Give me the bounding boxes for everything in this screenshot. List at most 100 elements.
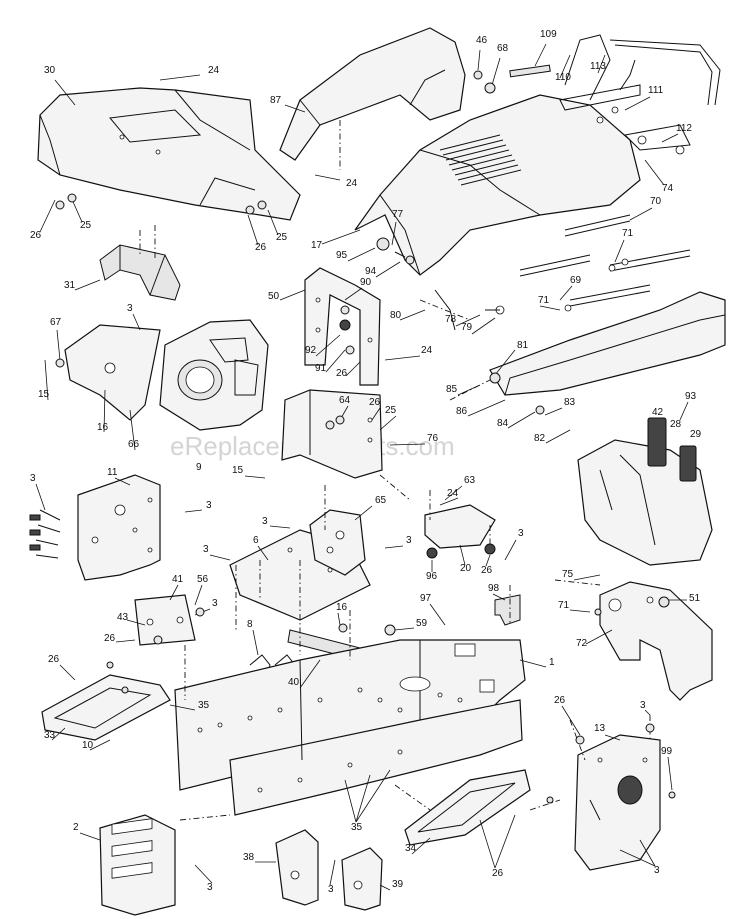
callout-c91: 91 bbox=[315, 363, 327, 374]
hood-hinge-rods bbox=[519, 214, 691, 312]
callout-c2: 2 bbox=[73, 822, 79, 833]
callout-c78: 78 bbox=[445, 314, 457, 325]
callout-c25c: 25 bbox=[385, 405, 397, 416]
center-bracket bbox=[309, 509, 366, 576]
callout-c3l: 3 bbox=[654, 865, 660, 876]
callout-c77: 77 bbox=[392, 209, 404, 220]
callout-c43: 43 bbox=[117, 612, 129, 623]
front-bumper bbox=[489, 291, 726, 396]
rear-fender bbox=[577, 417, 713, 566]
callout-c26f: 26 bbox=[104, 633, 116, 644]
callout-c26c: 26 bbox=[336, 368, 348, 379]
callout-c98: 98 bbox=[488, 583, 500, 594]
callout-c8: 8 bbox=[247, 619, 253, 630]
callout-c16b: 16 bbox=[336, 602, 348, 613]
callout-c3c: 3 bbox=[206, 500, 212, 511]
callout-c26g: 26 bbox=[48, 654, 60, 665]
footrest-right bbox=[404, 769, 531, 846]
callout-c26d: 26 bbox=[369, 397, 381, 408]
main-frame bbox=[174, 639, 526, 816]
callout-c67: 67 bbox=[50, 317, 62, 328]
footrest-left bbox=[41, 674, 171, 741]
callout-c34: 34 bbox=[405, 843, 417, 854]
callout-c42: 42 bbox=[652, 407, 664, 418]
callout-c26h: 26 bbox=[554, 695, 566, 706]
callout-c87: 87 bbox=[270, 95, 282, 106]
callout-c29: 29 bbox=[690, 429, 702, 440]
bracket-38 bbox=[275, 829, 319, 906]
callout-c15a: 15 bbox=[38, 389, 50, 400]
callout-c3d: 3 bbox=[262, 516, 268, 527]
callout-c26a: 26 bbox=[30, 230, 42, 241]
callout-c11: 11 bbox=[107, 467, 118, 478]
assembly-lines bbox=[139, 120, 651, 821]
callout-c10: 10 bbox=[82, 740, 94, 751]
mount-bracket-98 bbox=[494, 594, 521, 626]
callout-c3a: 3 bbox=[127, 303, 133, 314]
callout-c40: 40 bbox=[288, 677, 300, 688]
callout-c109: 109 bbox=[540, 29, 557, 40]
callout-c16a: 16 bbox=[97, 422, 109, 433]
steering-support-frame bbox=[304, 267, 381, 386]
callout-c65: 65 bbox=[375, 495, 387, 506]
callout-c3g: 3 bbox=[518, 528, 524, 539]
callout-c26b: 26 bbox=[255, 242, 267, 253]
callout-c86: 86 bbox=[456, 406, 468, 417]
callout-c59: 59 bbox=[416, 618, 428, 629]
callout-c74: 74 bbox=[662, 183, 674, 194]
callout-c35a: 35 bbox=[198, 700, 210, 711]
pedal-plate bbox=[134, 594, 196, 646]
bolt-cluster-left bbox=[29, 509, 61, 559]
callout-c63: 63 bbox=[464, 475, 476, 486]
callout-c81: 81 bbox=[517, 340, 529, 351]
callout-c38: 38 bbox=[243, 852, 255, 863]
callout-c33: 33 bbox=[44, 730, 56, 741]
callout-c84: 84 bbox=[497, 418, 509, 429]
callout-c97: 97 bbox=[420, 593, 432, 604]
callout-c24c: 24 bbox=[421, 345, 433, 356]
rear-support-bracket bbox=[599, 581, 713, 701]
callout-c9: 9 bbox=[196, 462, 202, 473]
callout-c110: 110 bbox=[555, 72, 571, 83]
callout-c26i: 26 bbox=[492, 868, 504, 879]
callout-c50: 50 bbox=[268, 291, 280, 302]
callout-c25b: 25 bbox=[276, 232, 288, 243]
callout-c26e: 26 bbox=[481, 565, 493, 576]
callout-c17: 17 bbox=[311, 240, 323, 251]
callout-c15b: 15 bbox=[232, 465, 244, 476]
dash-support-bracket bbox=[99, 244, 181, 301]
callout-c25a: 25 bbox=[80, 220, 92, 231]
callout-c71c: 71 bbox=[558, 600, 570, 611]
hardware-fasteners bbox=[55, 70, 676, 804]
hinge-fasteners bbox=[376, 237, 505, 331]
hood bbox=[354, 94, 641, 276]
callout-c75: 75 bbox=[562, 569, 574, 580]
callout-c99: 99 bbox=[661, 746, 673, 757]
throttle-bracket bbox=[424, 504, 496, 559]
callout-c64: 64 bbox=[339, 395, 351, 406]
callout-c71b: 71 bbox=[538, 295, 550, 306]
callout-c70: 70 bbox=[650, 196, 662, 207]
callout-c56: 56 bbox=[197, 574, 209, 585]
callout-c3b: 3 bbox=[30, 473, 36, 484]
hood-side-panel-left bbox=[279, 27, 466, 161]
bracket-39 bbox=[341, 847, 383, 911]
callout-c80: 80 bbox=[390, 310, 402, 321]
callout-c30: 30 bbox=[44, 65, 56, 76]
callout-c82: 82 bbox=[534, 433, 546, 444]
callout-c3f: 3 bbox=[406, 535, 412, 546]
callout-c3k: 3 bbox=[207, 882, 213, 893]
callout-c85: 85 bbox=[446, 384, 458, 395]
callout-c24b: 24 bbox=[346, 178, 358, 189]
callout-c83: 83 bbox=[564, 397, 576, 408]
callout-c111: 111 bbox=[648, 85, 664, 96]
callout-c35b: 35 bbox=[351, 822, 363, 833]
lower-dash-bracket bbox=[281, 389, 383, 479]
callout-c66: 66 bbox=[128, 439, 140, 450]
callout-c13: 13 bbox=[594, 723, 606, 734]
callout-c93: 93 bbox=[685, 391, 697, 402]
callout-c31: 31 bbox=[64, 280, 76, 291]
callout-c39: 39 bbox=[392, 879, 404, 890]
